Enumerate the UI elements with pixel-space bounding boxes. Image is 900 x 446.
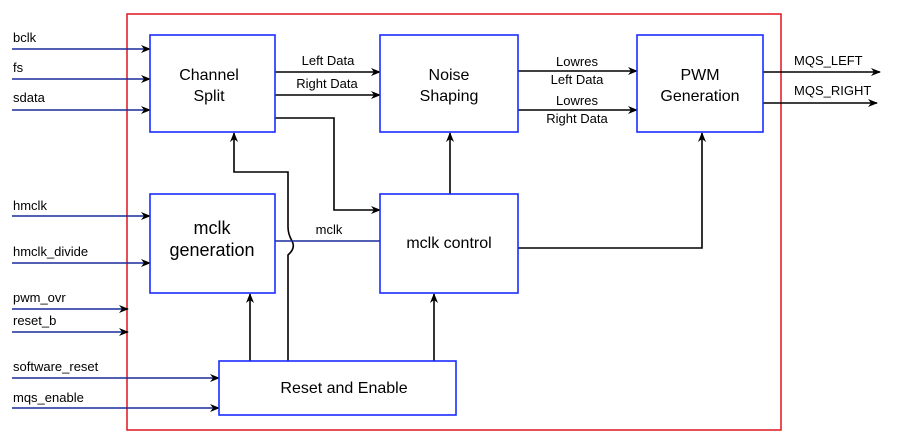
- input-label-mqs-enable: mqs_enable: [13, 390, 84, 405]
- block-label: PWM: [680, 67, 719, 84]
- block-label: mclk: [194, 218, 232, 238]
- input-label-bclk: bclk: [13, 30, 37, 45]
- block-label: Generation: [660, 88, 739, 105]
- module-boundary: [126, 13, 782, 431]
- input-label-pwm-ovr: pwm_ovr: [13, 290, 66, 305]
- input-label-hmclk-divide: hmclk_divide: [13, 244, 88, 259]
- input-label-sdata: sdata: [13, 90, 46, 105]
- block-noise-shaping: Noise Shaping: [379, 34, 519, 133]
- input-label-fs: fs: [13, 60, 24, 75]
- input-signals: bclk fs sdata hmclk hmclk_divide pwm_ovr…: [12, 30, 220, 412]
- block-channel-split: Channel Split: [149, 34, 276, 133]
- block-label: Noise: [429, 67, 470, 84]
- right-data-label: Right Data: [296, 76, 358, 91]
- block-pwm-generation: PWM Generation: [636, 34, 764, 133]
- input-label-reset-b: reset_b: [13, 313, 56, 328]
- block-mclk-generation: mclk generation: [149, 193, 276, 294]
- output-label-mqs-left: MQS_LEFT: [794, 53, 863, 68]
- output-label-mqs-right: MQS_RIGHT: [794, 83, 871, 98]
- block-label: mclk control: [406, 235, 491, 252]
- lowres-right-label-1: Lowres: [556, 93, 598, 108]
- block-label: Shaping: [420, 88, 479, 105]
- block-label: Split: [193, 88, 225, 105]
- block-mclk-control: mclk control: [379, 193, 519, 294]
- mclk-signal-label: mclk: [316, 222, 343, 237]
- internal-connections: Left Data Right Data mclk Lowres Left Da…: [230, 53, 706, 361]
- output-signals: MQS_LEFT MQS_RIGHT: [763, 53, 881, 107]
- left-data-label: Left Data: [302, 53, 356, 68]
- lowres-left-label-1: Lowres: [556, 54, 598, 69]
- lowres-right-label-2: Right Data: [546, 111, 608, 126]
- input-label-software-reset: software_reset: [13, 359, 99, 374]
- block-reset-and-enable: Reset and Enable: [218, 360, 457, 416]
- block-label: Channel: [179, 67, 239, 84]
- lowres-left-label-2: Left Data: [551, 72, 605, 87]
- block-label: Reset and Enable: [280, 380, 407, 397]
- input-label-hmclk: hmclk: [13, 198, 47, 213]
- block-label: generation: [169, 240, 254, 260]
